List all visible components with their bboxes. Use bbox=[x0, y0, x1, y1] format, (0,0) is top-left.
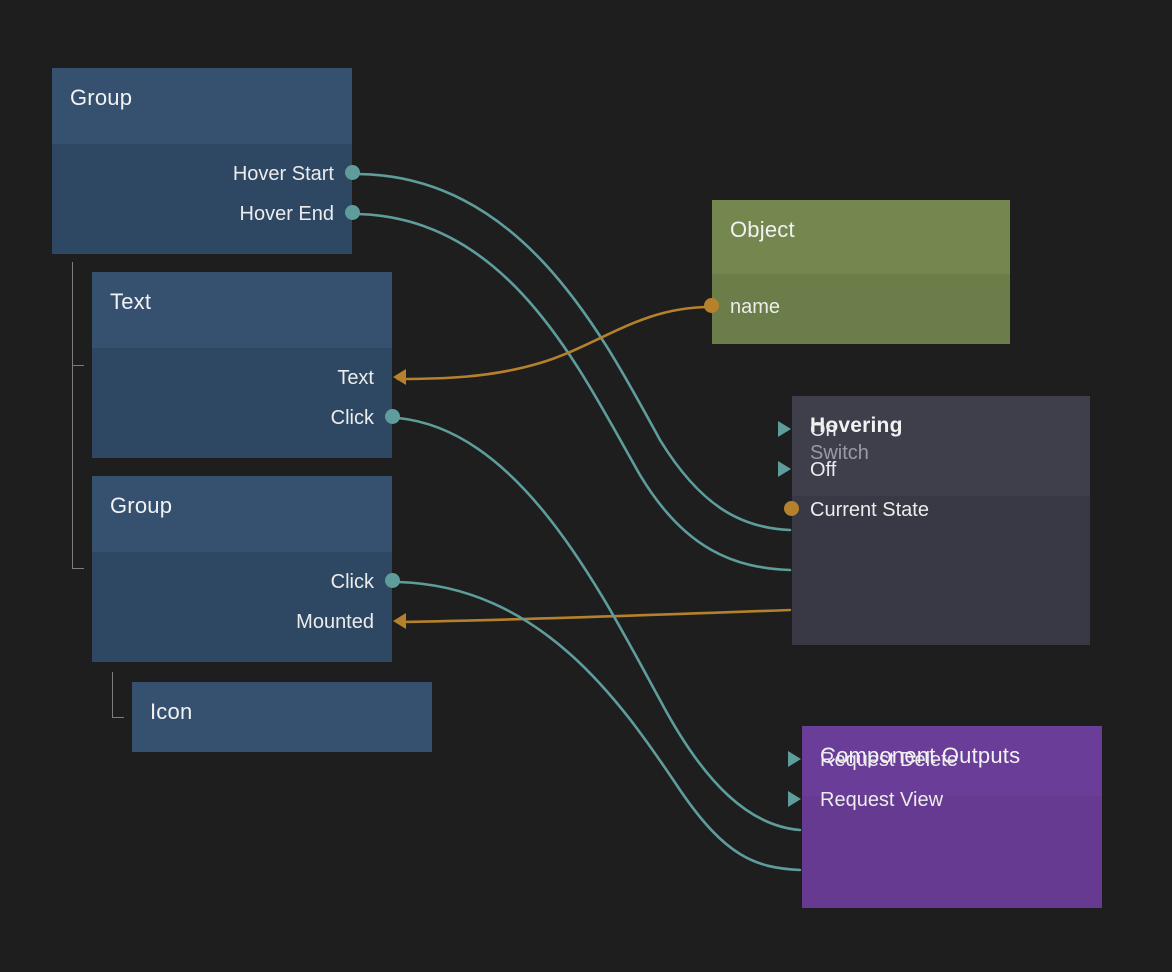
port-click[interactable]: Click bbox=[330, 571, 374, 593]
port-dot-icon[interactable] bbox=[784, 501, 799, 516]
port-arrow-icon[interactable] bbox=[393, 369, 406, 385]
port-off[interactable]: Off bbox=[810, 459, 837, 481]
port-hover-start[interactable]: Hover Start bbox=[232, 163, 334, 185]
node-body bbox=[92, 348, 392, 458]
port-arrow-icon[interactable] bbox=[778, 421, 791, 437]
port-dot-icon[interactable] bbox=[385, 573, 400, 588]
edge-group-click-to-request-view bbox=[396, 580, 802, 872]
port-arrow-icon[interactable] bbox=[788, 791, 801, 807]
port-dot-icon[interactable] bbox=[704, 298, 719, 313]
node-body bbox=[92, 552, 392, 662]
port-arrow-icon[interactable] bbox=[788, 751, 801, 767]
port-arrow-icon[interactable] bbox=[393, 613, 406, 629]
tree-line-root-elbow-group bbox=[72, 568, 84, 569]
node-body bbox=[802, 796, 1102, 908]
port-click[interactable]: Click bbox=[330, 407, 374, 429]
node-header: Object bbox=[712, 200, 1010, 274]
port-mounted[interactable]: Mounted bbox=[296, 611, 374, 633]
node-object-node[interactable]: Object name bbox=[704, 200, 1010, 344]
node-subtitle: Switch bbox=[810, 442, 869, 464]
node-title: Text bbox=[110, 289, 152, 314]
port-on[interactable]: On bbox=[810, 419, 837, 441]
node-title: Icon bbox=[150, 699, 193, 724]
tree-line-inner-elbow-icon bbox=[112, 717, 124, 718]
node-icon-node[interactable]: Icon bbox=[132, 682, 432, 752]
tree-line-root-trunk bbox=[72, 262, 73, 568]
port-dot-icon[interactable] bbox=[345, 165, 360, 180]
node-title: Component Outputs bbox=[820, 743, 1021, 768]
port-hover-end[interactable]: Hover End bbox=[239, 203, 335, 225]
edge-object-name-to-text bbox=[396, 305, 712, 381]
node-title: Group bbox=[70, 85, 133, 110]
port-current-state[interactable]: Current State bbox=[810, 499, 929, 521]
node-title: Object bbox=[730, 217, 795, 242]
port-request-view[interactable]: Request View bbox=[820, 789, 944, 811]
node-header: Group bbox=[52, 68, 352, 144]
port-dot-icon[interactable] bbox=[385, 409, 400, 424]
port-name[interactable]: name bbox=[730, 296, 781, 318]
edge-current-state-to-mounted bbox=[400, 608, 792, 624]
node-title: Hovering bbox=[810, 414, 903, 437]
port-text[interactable]: Text bbox=[337, 367, 374, 389]
node-header: Text bbox=[92, 272, 392, 348]
node-header: Component Outputs bbox=[802, 726, 1102, 796]
port-dot-icon[interactable] bbox=[345, 205, 360, 220]
tree-line-root-tick-text bbox=[72, 365, 84, 366]
node-body bbox=[52, 144, 352, 254]
port-arrow-icon[interactable] bbox=[778, 461, 791, 477]
edge-text-click-to-request-delete bbox=[396, 416, 802, 832]
node-header: Icon bbox=[132, 682, 432, 752]
tree-line-inner-trunk bbox=[112, 672, 113, 717]
node-body bbox=[792, 496, 1090, 645]
node-header: Group bbox=[92, 476, 392, 552]
port-request-delete[interactable]: Request Delete bbox=[820, 749, 958, 771]
node-title: Group bbox=[110, 493, 173, 518]
